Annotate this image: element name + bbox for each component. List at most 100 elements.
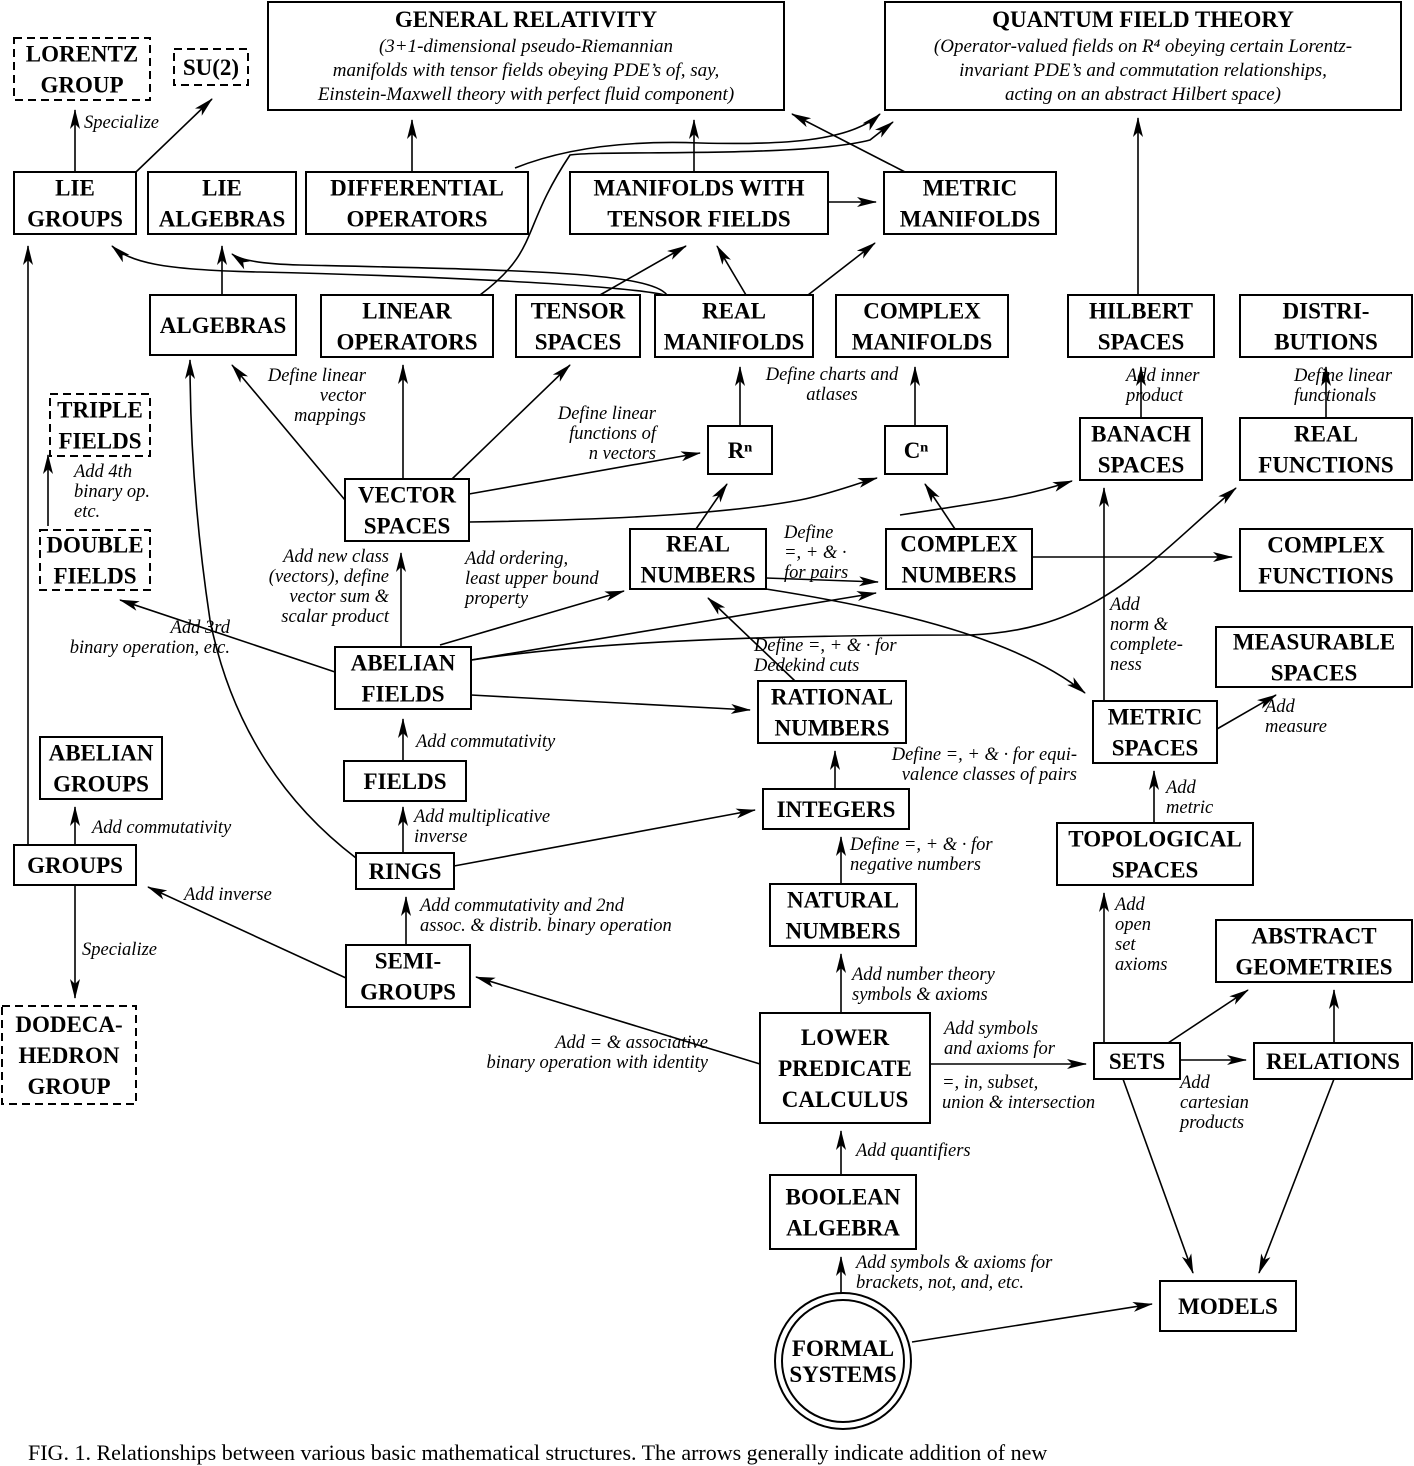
node-description-line: (Operator-valued fields on R⁴ obeying ce… xyxy=(934,36,1352,57)
edge-lie-groups-to-su2 xyxy=(135,98,213,173)
node-label-line: FIELDS xyxy=(361,682,444,707)
edge-formal-systems-to-models xyxy=(911,1302,1153,1343)
node-frame xyxy=(1239,528,1413,592)
edge-metric-manifolds-to-gr xyxy=(791,113,906,173)
node-label-line: BOOLEAN xyxy=(785,1185,900,1210)
node-frame xyxy=(39,529,151,591)
node-label-line: SYSTEMS xyxy=(789,1362,896,1387)
node-label-line: HILBERT xyxy=(1089,299,1193,324)
edge-real-numbers-to-complex-numbers xyxy=(765,576,879,587)
node-triple-fields: TRIPLE FIELDS xyxy=(49,393,151,457)
node-label-line: COMPLEX xyxy=(863,299,981,324)
node-semigroups: SEMI-GROUPS xyxy=(345,944,471,1008)
node-distributions: DISTRI-BUTIONS xyxy=(1239,294,1413,358)
edge-label-specialize-top: Specialize xyxy=(84,113,159,133)
node-frame xyxy=(343,760,467,802)
node-label-line: LINEAR xyxy=(362,299,452,324)
node-label-line: SPACES xyxy=(1098,453,1185,478)
node-label-line: MANIFOLDS xyxy=(664,330,805,355)
node-frame xyxy=(759,1012,931,1124)
node-label-line: SPACES xyxy=(1112,736,1199,761)
node-relations: RELATIONS xyxy=(1253,1042,1413,1080)
node-description-line: invariant PDE’s and commutation relation… xyxy=(959,60,1327,81)
node-frame xyxy=(1239,294,1413,358)
node-label-line: FIELDS xyxy=(58,429,141,454)
node-frame xyxy=(707,425,773,475)
node-general-relativity: GENERAL RELATIVITY(3+1-dimensional pseud… xyxy=(267,1,785,111)
node-frame xyxy=(13,37,151,101)
node-label-line: TRIPLE xyxy=(57,398,143,423)
node-label-line: BUTIONS xyxy=(1274,330,1378,355)
edge-tensor-spaces-to-mwtf xyxy=(599,245,687,296)
node-algebras: ALGEBRAS xyxy=(149,294,297,356)
node-label-line: RINGS xyxy=(369,859,442,884)
node-label-line: FORMAL xyxy=(792,1336,894,1361)
node-label-line: REAL xyxy=(666,532,730,557)
node-title: GENERAL RELATIVITY xyxy=(395,7,658,32)
edge-complex-numbers-to-cn xyxy=(924,483,956,530)
node-label-line: COMPLEX xyxy=(1267,533,1385,558)
node-label-line: ABELIAN xyxy=(49,741,154,766)
figure-caption: FIG. 1. Relationships between various ba… xyxy=(28,1440,1047,1465)
node-label-line: FUNCTIONS xyxy=(1258,453,1393,478)
node-frame xyxy=(1159,1280,1297,1332)
edge-rational-to-real-numbers xyxy=(707,597,796,682)
node-label-line: FUNCTIONS xyxy=(1258,564,1393,589)
edge-label-eq-in-subset: =, in, subset,union & intersection xyxy=(942,1073,1095,1113)
node-frame xyxy=(769,1174,917,1250)
node-frame xyxy=(835,294,1009,358)
node-frame xyxy=(1067,294,1215,358)
node-label-line: DODECA- xyxy=(15,1012,122,1037)
edge-abelian-fields-to-double-fields xyxy=(119,599,336,673)
edge-sets-to-abstract-geometries xyxy=(1167,989,1249,1044)
node-frame xyxy=(334,646,472,710)
edge-diffops-to-qft xyxy=(514,113,881,169)
node-label-line: FIELDS xyxy=(363,769,446,794)
node-frame xyxy=(1056,822,1254,886)
node-description-line: Einstein-Maxwell theory with perfect flu… xyxy=(317,84,734,105)
edge-rings-to-algebras xyxy=(185,359,357,859)
node-label-line: MANIFOLDS xyxy=(852,330,993,355)
node-label-line: MODELS xyxy=(1178,1294,1278,1319)
node-frame xyxy=(884,1,1402,111)
node-label-line: FIELDS xyxy=(53,564,136,589)
edge-real-manifolds-to-metric-manifolds xyxy=(807,242,876,296)
edge-vector-spaces-to-cn xyxy=(468,477,878,523)
edge-label-add-quantifiers: Add quantifiers xyxy=(854,1141,971,1161)
node-frame xyxy=(884,425,948,475)
node-frame xyxy=(1093,1042,1181,1080)
node-label-line: MANIFOLDS xyxy=(900,207,1041,232)
node-label-line: NATURAL xyxy=(787,888,899,913)
edge-label-specialize-bottom: Specialize xyxy=(82,940,157,960)
node-frame xyxy=(344,478,470,542)
node-label-line: SETS xyxy=(1109,1049,1165,1074)
node-label-line: SPACES xyxy=(364,514,451,539)
node-frame xyxy=(13,171,137,235)
node-models: MODELS xyxy=(1159,1280,1297,1332)
node-label-line: GROUPS xyxy=(27,207,123,232)
node-frame xyxy=(39,736,163,800)
edge-vector-spaces-to-banach xyxy=(899,480,1073,516)
node-label-line: SPACES xyxy=(1271,661,1358,686)
node-label-line: TOPOLOGICAL xyxy=(1068,827,1241,852)
